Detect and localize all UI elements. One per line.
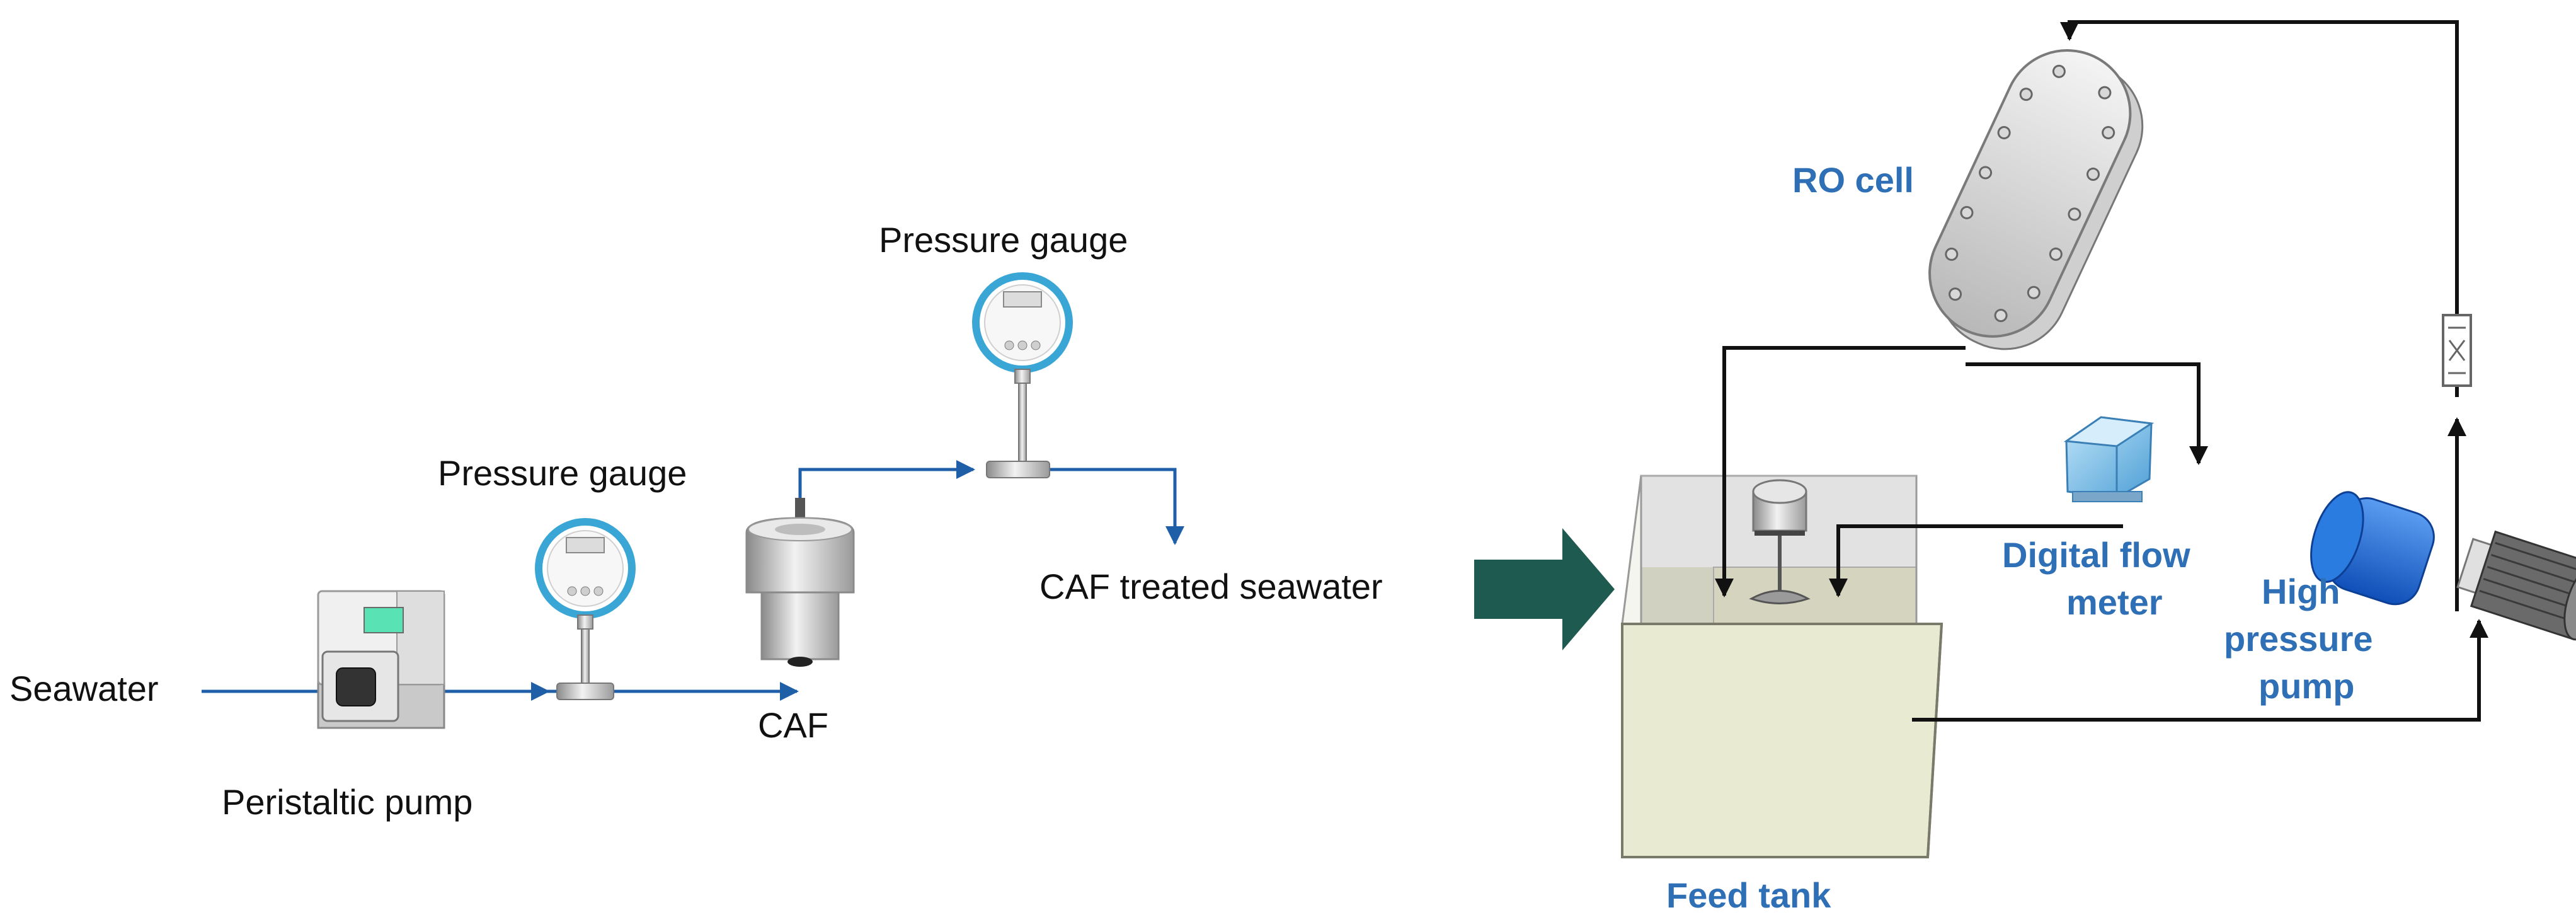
- high-pressure-pump-label-line2: pressure: [2224, 619, 2373, 659]
- ro-cell-label: RO cell: [1792, 160, 1914, 200]
- feed-tank-icon: [1621, 475, 1943, 858]
- peristaltic-pump-icon: [317, 590, 445, 729]
- flow-meter-icon: [2063, 416, 2155, 502]
- caf-unit-icon: [745, 498, 855, 667]
- high-pressure-pump-label-line3: pump: [2258, 666, 2354, 706]
- ro-to-tank-pipe: [1715, 346, 1966, 597]
- caf-outlet-pipe: [798, 460, 975, 512]
- digital-flow-meter-label-line1: Digital flow: [2002, 535, 2190, 575]
- ro-cell-icon: [1928, 49, 2144, 350]
- peristaltic-pump-label: Peristaltic pump: [222, 782, 472, 822]
- process-arrow-icon: [1474, 528, 1615, 650]
- digital-flow-meter-label-line2: meter: [2066, 582, 2163, 622]
- feed-tank-label: Feed tank: [1666, 875, 1831, 915]
- treated-outlet-pipe: [1033, 468, 1184, 545]
- valve-icon: [2442, 314, 2472, 387]
- caf-treated-seawater-label: CAF treated seawater: [1039, 567, 1383, 606]
- pressure-gauge-icon: [535, 518, 636, 700]
- ro-to-flowmeter-pipe: [1966, 362, 2208, 465]
- right-pipes: [1715, 20, 2488, 722]
- high-pressure-pump-label-line1: High: [2262, 572, 2340, 611]
- flowmeter-to-tank-pipe: [1829, 524, 2123, 597]
- caf-label: CAF: [758, 705, 828, 745]
- seawater-label: Seawater: [9, 669, 159, 708]
- pressure-gauge-icon: [972, 272, 1073, 478]
- pressure-gauge-label-1: Pressure gauge: [438, 453, 687, 493]
- high-pressure-pump-icon: [2310, 491, 2576, 641]
- tank-to-pump-pipe: [1912, 619, 2488, 722]
- ro-inlet-pipe: [2060, 20, 2459, 334]
- pressure-gauge-label-2: Pressure gauge: [879, 220, 1128, 260]
